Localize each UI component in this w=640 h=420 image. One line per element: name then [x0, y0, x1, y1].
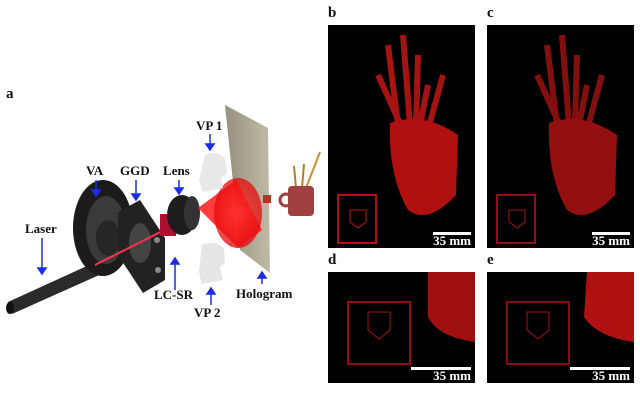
- label-va: VA: [86, 163, 104, 178]
- laser-rod: [6, 260, 106, 314]
- setup-diagram: [0, 80, 330, 400]
- ground-glass-diffuser: [118, 200, 165, 293]
- hologram-photo-e: 35 mm: [487, 272, 634, 383]
- label-vp2: VP 2: [194, 305, 221, 320]
- panel-c-label: c: [487, 5, 494, 21]
- hologram-photo-b: 35 mm: [328, 25, 475, 248]
- label-ggd: GGD: [120, 163, 150, 178]
- label-lc-sr: LC-SR: [154, 287, 194, 302]
- viewer-head-vp2: [199, 242, 225, 284]
- label-arrows: [36, 134, 268, 305]
- label-lens: Lens: [163, 163, 190, 178]
- hologram-photo-c: 35 mm: [487, 25, 634, 248]
- scale-bar-d: 35 mm: [411, 367, 471, 382]
- reconstruction-image-b: [337, 34, 458, 244]
- label-laser: Laser: [25, 221, 57, 236]
- panel-d-label: d: [328, 252, 337, 268]
- panel-a-label: a: [6, 86, 14, 102]
- scale-label-c: 35 mm: [592, 233, 630, 248]
- panel-b-label: b: [328, 5, 337, 21]
- label-vp1: VP 1: [196, 118, 223, 133]
- scale-bar-e: 35 mm: [570, 367, 630, 382]
- reconstruction-image-c: [496, 34, 617, 244]
- viewer-head-vp1: [199, 152, 227, 192]
- scale-label-e: 35 mm: [592, 368, 630, 383]
- hologram-photo-d: 35 mm: [328, 272, 475, 383]
- scale-bar-c: 35 mm: [592, 232, 630, 247]
- lens-element: [167, 195, 200, 235]
- mug-with-pencils: [263, 151, 321, 216]
- label-hologram: Hologram: [236, 286, 293, 301]
- scale-label-b: 35 mm: [433, 233, 471, 248]
- reconstruction-beam: [198, 178, 262, 248]
- reconstruction-image-d: [347, 272, 475, 365]
- scale-label-d: 35 mm: [433, 368, 471, 383]
- setup-illustration: [6, 105, 321, 314]
- scale-bar-b: 35 mm: [433, 232, 471, 247]
- reconstruction-image-e: [506, 272, 634, 365]
- panel-e-label: e: [487, 252, 494, 268]
